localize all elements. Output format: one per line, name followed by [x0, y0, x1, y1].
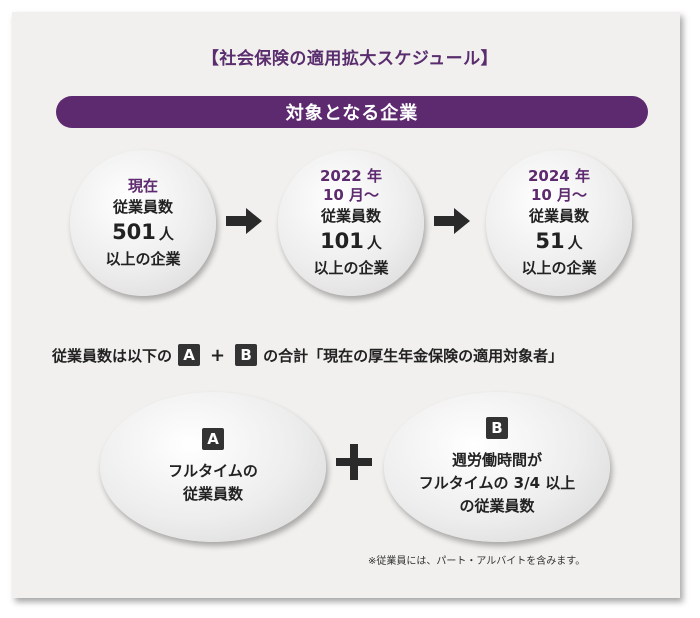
group-b-badge: B — [486, 416, 508, 439]
stage-tail: 以上の企業 — [313, 259, 389, 277]
target-companies-band: 対象となる企業 — [56, 96, 648, 128]
stage-label: 従業員数 — [320, 207, 381, 225]
stage-unit: 人 — [567, 234, 583, 252]
letter-b-badge: B — [235, 344, 258, 366]
stage-unit: 人 — [366, 234, 382, 252]
stage-label: 従業員数 — [112, 197, 173, 216]
plus-icon — [336, 444, 372, 480]
stage-head: 現在 — [127, 176, 158, 195]
group-a-line: フルタイムの — [168, 462, 258, 480]
plus-sign: + — [210, 344, 226, 366]
stage-label: 従業員数 — [528, 207, 589, 225]
stage-head-year: 2022 年 — [320, 167, 382, 185]
stage-number: 501 — [112, 219, 156, 244]
stage-head-month: 10 月〜 — [530, 186, 588, 204]
group-b-line: 週労働時間が — [451, 450, 542, 469]
stage-number: 101 — [320, 229, 364, 253]
stage-head-month: 10 月〜 — [322, 186, 380, 204]
stage-tail: 以上の企業 — [105, 249, 181, 268]
group-a-oval: A フルタイムの 従業員数 — [100, 392, 326, 542]
stage-tail: 以上の企業 — [521, 259, 597, 277]
definition-sentence: 従業員数は以下の A + B の合計「現在の厚生年金保険の適用対象者」 — [52, 340, 672, 370]
group-b-oval: B 週労働時間が フルタイムの 3/4 以上 の従業員数 — [384, 392, 610, 542]
sentence-prefix: 従業員数は以下の — [52, 346, 173, 365]
stage-number: 51 — [535, 229, 565, 253]
arrow-right-icon — [434, 208, 470, 234]
footnote: ※従業員には、パート・アルバイトを含みます。 — [368, 556, 586, 567]
arrow-right-icon — [226, 208, 262, 234]
group-b-line: フルタイムの 3/4 以上 — [418, 473, 576, 492]
stage-head-year: 2024 年 — [528, 167, 590, 185]
group-a-badge: A — [202, 428, 224, 450]
page-title: 【社会保険の適用拡大スケジュール】 — [201, 49, 499, 69]
letter-a-badge: A — [178, 344, 201, 366]
group-a-line: 従業員数 — [182, 485, 243, 503]
sentence-suffix: の合計「現在の厚生年金保険の適用対象者」 — [263, 346, 564, 365]
stage-unit: 人 — [158, 224, 174, 243]
group-b-line: の従業員数 — [459, 496, 535, 515]
